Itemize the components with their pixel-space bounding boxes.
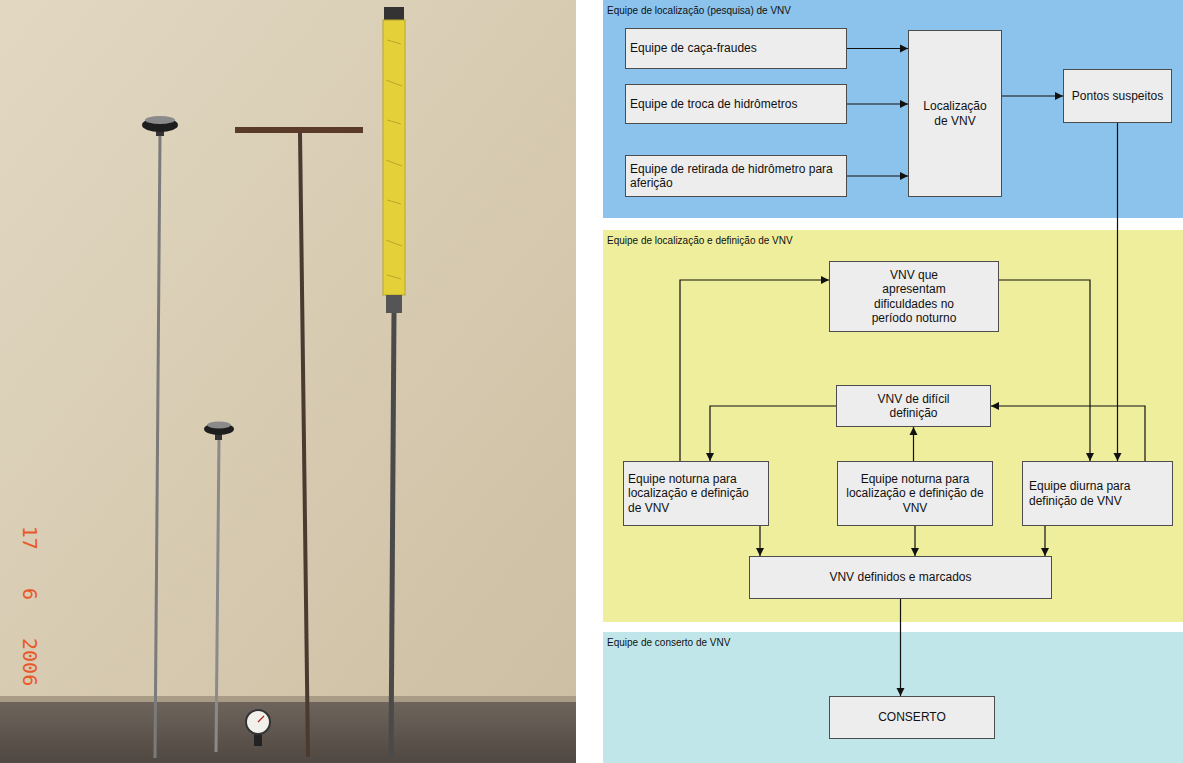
floor xyxy=(0,702,576,763)
box-label: CONSERTO xyxy=(836,710,988,724)
flow-arrow xyxy=(759,526,760,556)
band-ground xyxy=(603,0,1183,218)
yellow-grip xyxy=(383,20,405,295)
gauge-needle xyxy=(258,716,264,722)
flow-arrow xyxy=(999,280,1090,461)
box-label: Pontos suspeitos xyxy=(1068,89,1167,103)
process-box: Localização de VNV xyxy=(908,30,1002,197)
flow-arrow xyxy=(1002,95,1063,96)
process-box: Pontos suspeitos xyxy=(1063,69,1172,123)
wall xyxy=(0,0,576,702)
listening-rod xyxy=(216,438,219,752)
rod-head-top xyxy=(145,116,175,124)
pressure-gauge xyxy=(246,710,270,734)
process-box: Equipe de caça-fraudes xyxy=(625,28,847,69)
t-bar-rod xyxy=(300,133,308,757)
box-label: Equipe de retirada de hidrômetro para af… xyxy=(630,162,842,191)
rod-coupling xyxy=(386,295,402,313)
team-band: Equipe de conserto de VNV CONSERTO xyxy=(603,632,1183,763)
process-box: Equipe de troca de hidrômetros xyxy=(625,84,847,124)
flow-arrow xyxy=(900,599,901,696)
box-label: Equipe de caça-fraudes xyxy=(630,41,842,55)
flow-arrow xyxy=(710,406,836,461)
band-heading: Equipe de conserto de VNV xyxy=(603,634,734,652)
flow-arrow xyxy=(991,406,1145,461)
band-ground xyxy=(603,230,1183,622)
flow-arrow xyxy=(847,103,908,104)
box-label: Equipe noturna para localização e defini… xyxy=(846,472,984,515)
yellow-rod-shaft xyxy=(391,313,394,757)
team-band: Equipe de localização e definição de VNV… xyxy=(603,230,1183,622)
listening-rod xyxy=(155,134,160,758)
rod-head-top xyxy=(207,422,231,429)
band-ground xyxy=(603,632,1183,763)
process-box: VNV de difícil definição xyxy=(836,385,991,427)
process-box: VNV definidos e marcados xyxy=(749,556,1052,599)
process-box: Equipe diurna para definição de VNV xyxy=(1022,461,1173,526)
process-box: VNV que apresentam dificuldades no perío… xyxy=(829,261,999,332)
box-label: Equipe noturna para localização e defini… xyxy=(628,472,764,515)
flow-arrow xyxy=(1117,123,1118,461)
flow-arrow xyxy=(1044,526,1045,556)
flow-arrow xyxy=(914,526,915,556)
box-label: Equipe de troca de hidrômetros xyxy=(630,97,842,111)
process-box: Equipe noturna para localização e defini… xyxy=(623,461,769,526)
band-heading: Equipe de localização (pesquisa) de VNV xyxy=(603,2,795,20)
box-label: Localização de VNV xyxy=(921,99,989,128)
process-box: CONSERTO xyxy=(829,696,995,739)
process-box: Equipe de retirada de hidrômetro para af… xyxy=(625,155,847,197)
box-label: VNV definidos e marcados xyxy=(756,570,1045,584)
flow-arrow xyxy=(847,175,908,176)
grip-texture xyxy=(386,40,402,279)
rod-cap xyxy=(384,7,404,21)
flow-arrow xyxy=(680,280,829,461)
box-label: VNV de difícil definição xyxy=(867,392,960,421)
date-stamp: 17 6 2006 xyxy=(18,526,42,686)
tools-photo xyxy=(0,0,576,763)
band-heading: Equipe de localização e definição de VNV xyxy=(603,232,797,250)
team-band: Equipe de localização (pesquisa) de VNV E… xyxy=(603,0,1183,218)
flow-arrow xyxy=(913,427,914,461)
flow-arrow xyxy=(847,48,908,49)
t-bar-handle xyxy=(235,127,363,133)
box-label: VNV que apresentam dificuldades no perío… xyxy=(864,268,964,326)
box-label: Equipe diurna para definição de VNV xyxy=(1029,479,1166,508)
process-box: Equipe noturna para localização e defini… xyxy=(837,461,993,526)
